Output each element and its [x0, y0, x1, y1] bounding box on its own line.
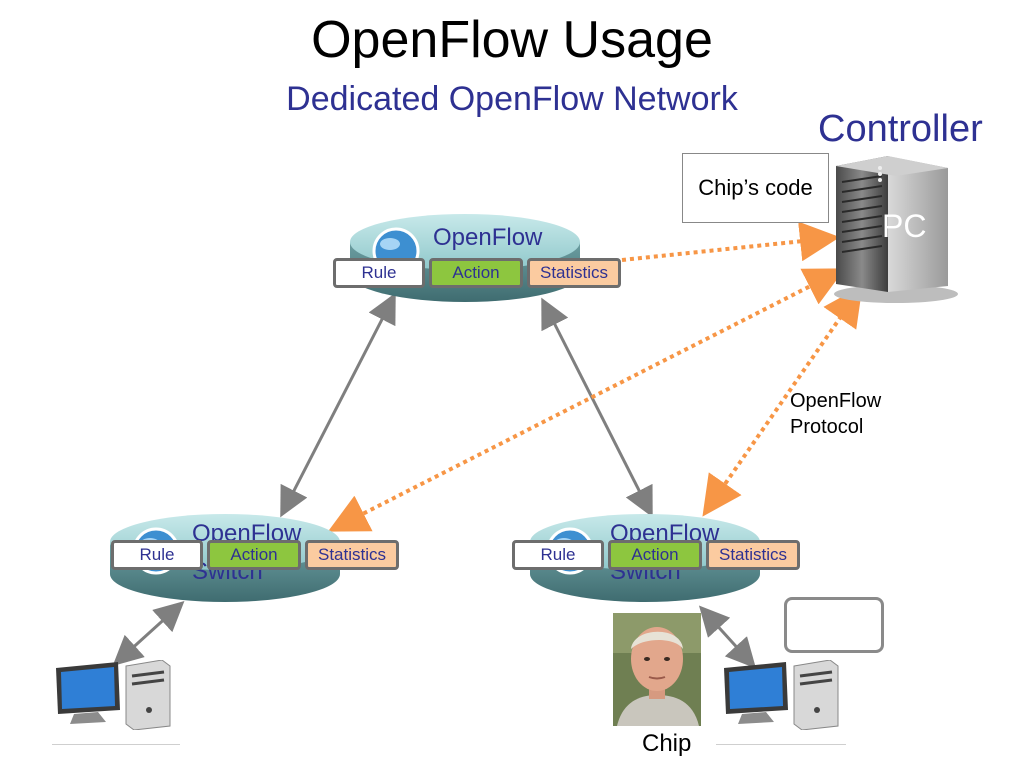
person-photo	[613, 613, 701, 726]
link-top-right	[541, 297, 653, 518]
flow-table-left: Rule Action Statistics	[111, 540, 399, 570]
flow-table-top: Rule Action Statistics	[333, 258, 621, 288]
baseline-left	[52, 744, 180, 745]
control-link-left	[327, 268, 846, 532]
slide-subtitle: Dedicated OpenFlow Network	[286, 80, 738, 118]
statistics-cell: Statistics	[527, 258, 621, 288]
rule-cell: Rule	[111, 540, 203, 570]
rule-cell: Rule	[512, 540, 604, 570]
statistics-cell: Statistics	[706, 540, 800, 570]
link-top-left	[280, 292, 396, 518]
action-cell: Action	[608, 540, 702, 570]
controller-code-label: Chip’s code	[698, 175, 813, 200]
desktop-computer-icon	[56, 660, 171, 730]
control-link-top	[621, 221, 840, 262]
statistics-cell: Statistics	[305, 540, 399, 570]
rule-cell: Rule	[333, 258, 425, 288]
action-cell: Action	[429, 258, 523, 288]
link-right-host	[698, 605, 757, 669]
slide-title: OpenFlow Usage	[311, 11, 713, 69]
person-name: Chip	[642, 730, 692, 757]
baseline-right	[716, 744, 846, 745]
controller-code-box: Chip’s code	[682, 153, 829, 223]
switch-label-openflow: OpenFlow	[433, 224, 543, 251]
controller-label: Controller	[818, 108, 983, 150]
flow-table-right: Rule Action Statistics	[512, 540, 800, 570]
link-left-host	[112, 600, 185, 667]
empty-placeholder-box	[784, 597, 884, 653]
action-cell: Action	[207, 540, 301, 570]
server-tower-icon	[834, 156, 958, 303]
pc-label: PC	[882, 208, 927, 244]
desktop-computer-icon	[724, 660, 839, 730]
openflow-protocol-label: OpenFlow Protocol	[790, 390, 882, 438]
